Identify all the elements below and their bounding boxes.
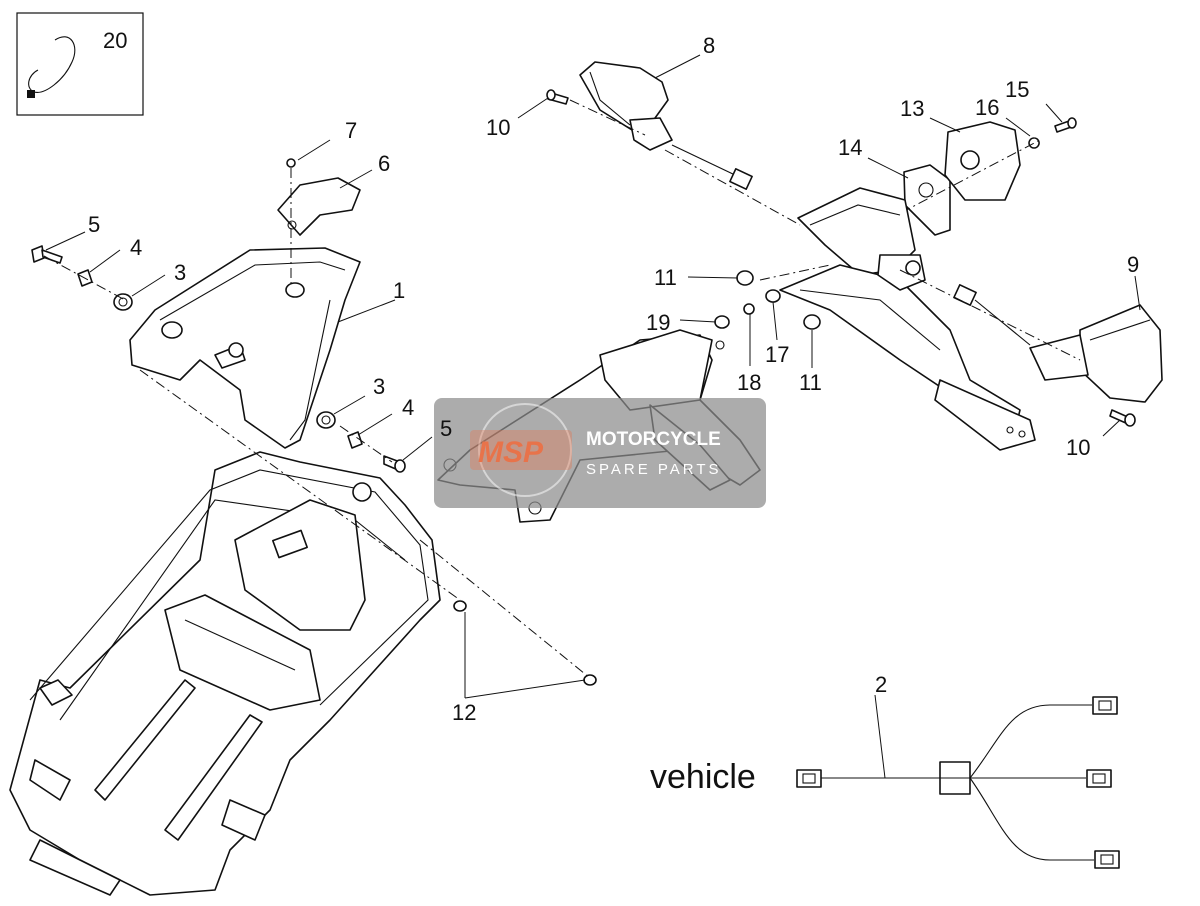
callout-10-bottom: 10 [1066, 435, 1090, 460]
part-4-spacer-bottom [347, 431, 363, 449]
part-13-reflector [944, 121, 1021, 201]
part-7-screw [286, 158, 296, 168]
callout-19: 19 [646, 310, 670, 335]
part-17-nut [765, 289, 781, 303]
part-2-wiring-harness: vehicle [650, 696, 1120, 869]
vehicle-label: vehicle [650, 758, 756, 796]
callout-8: 8 [703, 33, 715, 58]
license-plate-holder [759, 187, 1036, 451]
part-11-nut-bottom [803, 314, 821, 330]
part-12-screw-b [583, 674, 597, 686]
cable-tie-head-icon [27, 90, 35, 98]
callout-2: 2 [875, 672, 887, 697]
cable-tie-icon [28, 36, 76, 93]
callout-15: 15 [1005, 77, 1029, 102]
watermark-logo-badge [470, 430, 572, 470]
part-16-washer [1028, 137, 1040, 149]
kit-box: 20 [16, 12, 144, 116]
callout-13: 13 [900, 96, 924, 121]
callout-18: 18 [737, 370, 761, 395]
part-18-washer [743, 303, 755, 315]
callout-6: 6 [378, 151, 390, 176]
callout-12: 12 [452, 700, 476, 725]
part-3-grommet-top [113, 293, 133, 311]
fasteners-right [714, 270, 821, 330]
part-12-screw-a [453, 600, 467, 612]
callout-4-bottom: 4 [402, 395, 414, 420]
callout-14: 14 [838, 135, 862, 160]
watermark-emblem [478, 403, 572, 497]
fasteners-left [31, 158, 597, 686]
connector-bottom [1094, 850, 1120, 869]
callout-5-top: 5 [88, 212, 100, 237]
callout-17: 17 [765, 342, 789, 367]
leader-lines [45, 54, 1141, 779]
watermark-box [434, 398, 766, 508]
callout-1: 1 [393, 278, 405, 303]
vehicle-connector [796, 769, 822, 788]
callout-3-bottom: 3 [373, 374, 385, 399]
callout-10-top: 10 [486, 115, 510, 140]
watermark-logo: MSP [478, 436, 544, 469]
part-19-nut [714, 315, 730, 329]
rear-undertray [9, 451, 441, 896]
part-6-plate [277, 177, 361, 236]
rear-light-assembly [829, 117, 1077, 251]
callout-11-bottom: 11 [799, 370, 822, 395]
callout-9: 9 [1127, 252, 1139, 277]
part-14-bracket [903, 164, 951, 236]
callout-3-top: 3 [174, 260, 186, 285]
connector-middle [1086, 769, 1112, 788]
connector-top [1092, 696, 1118, 715]
callout-numbers: 1 2 3 3 4 4 5 5 6 7 8 9 10 10 11 11 12 1… [88, 33, 1139, 725]
callout-16: 16 [975, 95, 999, 120]
watermark-line2: SPARE PARTS [586, 461, 722, 478]
part-9-right-indicator [899, 269, 1163, 427]
callout-5-bottom: 5 [440, 416, 452, 441]
callout-11-top: 11 [654, 265, 677, 290]
part-8-left-indicator [546, 61, 801, 226]
part-1-support-bracket [129, 247, 361, 449]
watermark-line1: MOTORCYCLE [586, 429, 721, 450]
callout-7: 7 [345, 118, 357, 143]
watermark: MSP MOTORCYCLE SPARE PARTS [434, 398, 766, 508]
part-11-nut-top [736, 270, 754, 286]
callout-4-top: 4 [130, 235, 142, 260]
callout-20: 20 [103, 28, 127, 53]
part-3-grommet-bottom [316, 411, 336, 429]
